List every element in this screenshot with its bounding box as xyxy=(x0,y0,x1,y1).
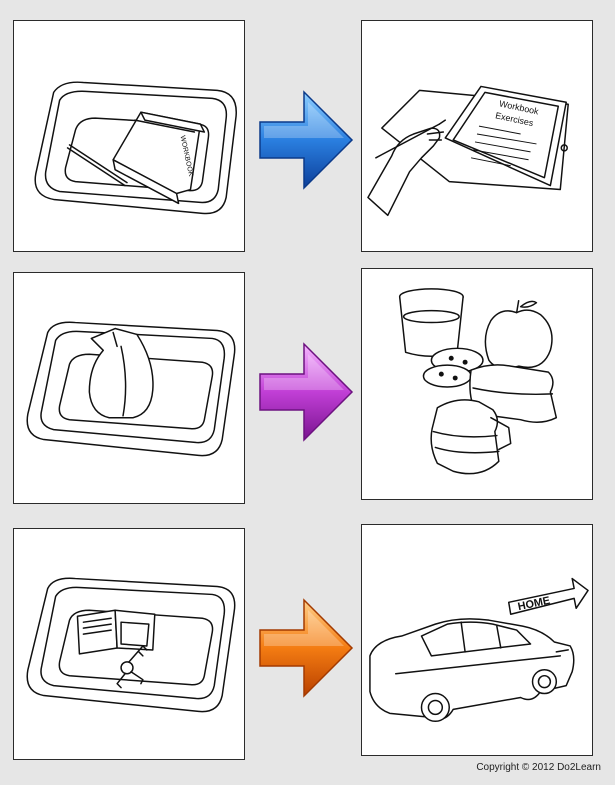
glass-of-milk-icon xyxy=(398,288,464,357)
lunch-bag-icon xyxy=(88,327,154,419)
panel-doing-workbook-exercises: Workbook Exercises xyxy=(361,20,593,252)
panel-car-going-home: HOME xyxy=(361,524,593,756)
tray-with-workbook-illustration: WORKBOOK xyxy=(34,81,237,215)
panel-tray-workbook: WORKBOOK xyxy=(13,20,245,252)
keys-icon xyxy=(116,645,148,689)
hand-writing-icon xyxy=(367,119,447,217)
home-sign-icon: HOME xyxy=(507,577,589,615)
car-icon xyxy=(369,618,575,723)
lunch-food-illustration xyxy=(398,288,558,475)
tray-icon xyxy=(34,81,237,215)
arrow-right-icon xyxy=(259,90,354,190)
cookies-icon xyxy=(422,347,484,388)
tray-icon xyxy=(26,321,236,457)
tray-with-wallet-and-keys-illustration xyxy=(26,577,236,713)
workbook-icon: WORKBOOK xyxy=(112,111,206,205)
wallet-icon xyxy=(76,609,156,655)
tray-icon xyxy=(26,577,236,713)
car-going-home-illustration: HOME xyxy=(369,577,589,723)
workbook-exercises-illustration: Workbook Exercises xyxy=(367,85,569,217)
copyright-text: Copyright © 2012 Do2Learn xyxy=(476,762,601,773)
panel-tray-wallet-keys xyxy=(13,528,245,760)
apple-icon xyxy=(484,299,553,369)
panel-tray-lunch-bag xyxy=(13,272,245,504)
tray-with-lunch-bag-illustration xyxy=(26,321,236,457)
home-sign-label: HOME xyxy=(517,595,551,614)
arrow-right-icon xyxy=(259,598,354,698)
panel-lunch-food xyxy=(361,268,593,500)
arrow-right-icon xyxy=(259,342,354,442)
sandwich-icon xyxy=(430,364,558,475)
pencil-icon xyxy=(66,144,128,187)
open-workbook-icon: Workbook Exercises xyxy=(381,85,569,191)
